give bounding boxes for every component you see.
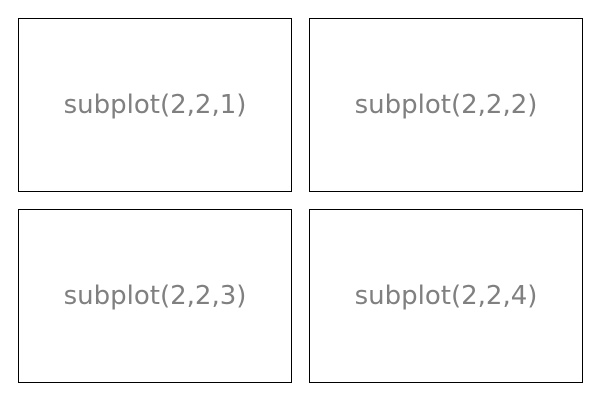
subplot-panel-4: subplot(2,2,4) bbox=[309, 209, 583, 383]
subplot-panel-1: subplot(2,2,1) bbox=[18, 18, 292, 192]
subplot-panel-2: subplot(2,2,2) bbox=[309, 18, 583, 192]
subplot-label-2: subplot(2,2,2) bbox=[354, 90, 538, 120]
subplot-label-3: subplot(2,2,3) bbox=[63, 281, 247, 311]
subplot-panel-3: subplot(2,2,3) bbox=[18, 209, 292, 383]
subplot-label-4: subplot(2,2,4) bbox=[354, 281, 538, 311]
subplot-label-1: subplot(2,2,1) bbox=[63, 90, 247, 120]
